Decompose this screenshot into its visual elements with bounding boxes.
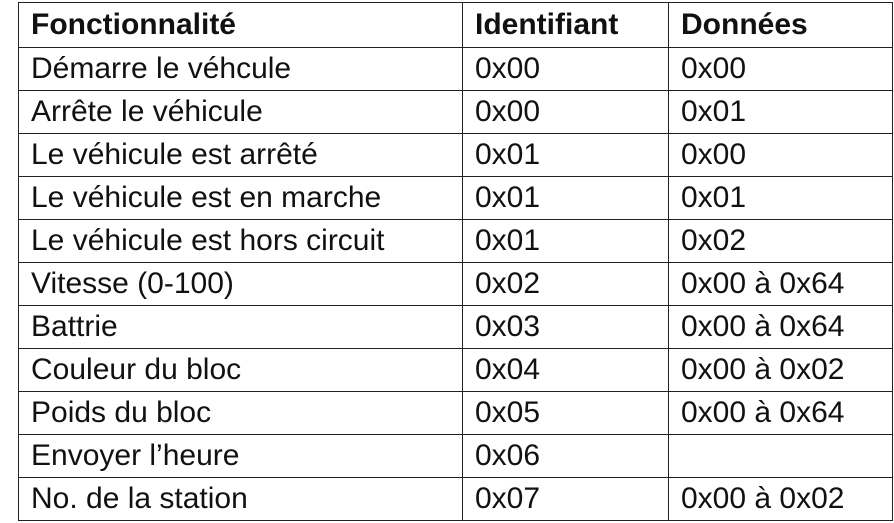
table-row: Arrête le véhicule 0x00 0x01 (18, 90, 893, 134)
table-row: Le véhicule est en marche 0x01 0x01 (18, 176, 893, 220)
cell-identifiant: 0x06 (462, 434, 669, 478)
cell-fonctionnalite: Envoyer l’heure (18, 434, 463, 478)
cell-donnees: 0x01 (668, 90, 893, 134)
cell-donnees: 0x01 (668, 176, 893, 220)
header-identifiant: Identifiant (462, 2, 669, 48)
cell-fonctionnalite: Couleur du bloc (18, 348, 463, 392)
table-container: Fonctionnalité Identifiant Données Démar… (18, 2, 893, 521)
cell-identifiant: 0x00 (462, 47, 669, 91)
cell-donnees: 0x02 (668, 219, 893, 263)
protocol-table: Fonctionnalité Identifiant Données Démar… (18, 2, 893, 521)
table-row: Démarre le véhcule 0x00 0x00 (18, 47, 893, 91)
cell-donnees: 0x00 (668, 133, 893, 177)
table-row: Le véhicule est hors circuit 0x01 0x02 (18, 219, 893, 263)
cell-identifiant: 0x01 (462, 133, 669, 177)
cell-identifiant: 0x04 (462, 348, 669, 392)
cell-identifiant: 0x01 (462, 176, 669, 220)
cell-donnees: 0x00 à 0x02 (668, 348, 893, 392)
cell-donnees (668, 434, 893, 478)
cell-donnees: 0x00 à 0x64 (668, 262, 893, 306)
cell-donnees: 0x00 (668, 47, 893, 91)
cell-fonctionnalite: Le véhicule est hors circuit (18, 219, 463, 263)
cell-identifiant: 0x03 (462, 305, 669, 349)
table-row: Couleur du bloc 0x04 0x00 à 0x02 (18, 348, 893, 392)
cell-fonctionnalite: Vitesse (0-100) (18, 262, 463, 306)
cell-fonctionnalite: Battrie (18, 305, 463, 349)
cell-fonctionnalite: Démarre le véhcule (18, 47, 463, 91)
table-row: Le véhicule est arrêté 0x01 0x00 (18, 133, 893, 177)
cell-fonctionnalite: Arrête le véhicule (18, 90, 463, 134)
cell-identifiant: 0x05 (462, 391, 669, 435)
table-row: No. de la station 0x07 0x00 à 0x02 (18, 477, 893, 521)
cell-identifiant: 0x02 (462, 262, 669, 306)
cell-fonctionnalite: Le véhicule est en marche (18, 176, 463, 220)
table-row: Vitesse (0-100) 0x02 0x00 à 0x64 (18, 262, 893, 306)
cell-fonctionnalite: Poids du bloc (18, 391, 463, 435)
cell-fonctionnalite: No. de la station (18, 477, 463, 521)
cell-identifiant: 0x07 (462, 477, 669, 521)
cell-donnees: 0x00 à 0x02 (668, 477, 893, 521)
cell-identifiant: 0x00 (462, 90, 669, 134)
table-header-row: Fonctionnalité Identifiant Données (18, 2, 893, 48)
table-row: Poids du bloc 0x05 0x00 à 0x64 (18, 391, 893, 435)
header-donnees: Données (668, 2, 893, 48)
table-row: Envoyer l’heure 0x06 (18, 434, 893, 478)
table-row: Battrie 0x03 0x00 à 0x64 (18, 305, 893, 349)
cell-donnees: 0x00 à 0x64 (668, 391, 893, 435)
header-fonctionnalite: Fonctionnalité (18, 2, 463, 48)
cell-identifiant: 0x01 (462, 219, 669, 263)
cell-donnees: 0x00 à 0x64 (668, 305, 893, 349)
cell-fonctionnalite: Le véhicule est arrêté (18, 133, 463, 177)
